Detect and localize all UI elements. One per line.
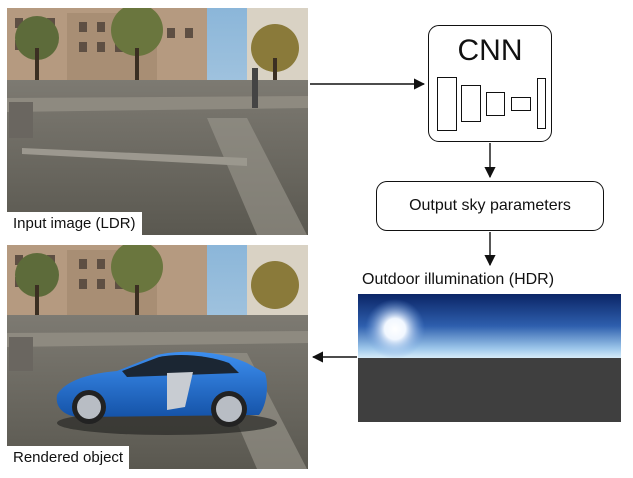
hdr-label: Outdoor illumination (HDR) <box>362 271 555 288</box>
hdr-panorama <box>358 294 621 422</box>
rendered-car <box>56 351 267 427</box>
hdr-environment-map <box>358 294 621 422</box>
output-sky-parameters-label: Output sky parameters <box>409 197 571 214</box>
output-sky-parameters-box: Output sky parameters <box>376 181 604 231</box>
cnn-layer-5 <box>537 78 546 129</box>
rendered-image-caption: Rendered object <box>7 446 130 469</box>
input-image-panel: Input image (LDR) <box>7 8 308 235</box>
sun-glow <box>365 299 425 359</box>
rendered-image-panel: Rendered object <box>7 245 308 469</box>
cnn-layer-4 <box>511 97 531 111</box>
input-image-caption: Input image (LDR) <box>7 212 142 235</box>
street-scene-image <box>7 8 308 235</box>
cnn-title: CNN <box>457 34 523 67</box>
cnn-layer-2 <box>461 85 481 122</box>
cnn-layer-3 <box>486 92 505 116</box>
rendered-scene-image <box>7 245 308 469</box>
cnn-layer-1 <box>437 77 457 131</box>
cnn-box: CNN <box>428 25 552 142</box>
